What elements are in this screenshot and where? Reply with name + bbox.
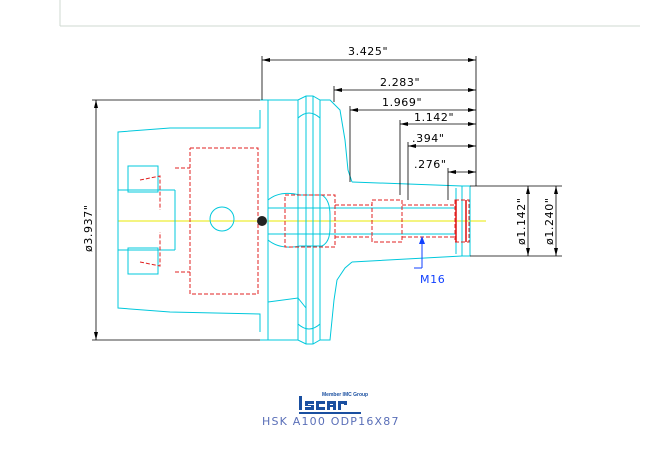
dim-length-2: 2.283" (380, 76, 420, 89)
dim-bore-diameter-2: ø1.240" (543, 198, 556, 245)
red-accents (455, 200, 467, 242)
drawing-caption: HSK A100 ODP16X87 (262, 415, 400, 428)
thread-callout (414, 236, 425, 269)
logo-subtitle: Member IMC Group (322, 392, 369, 398)
dim-length-3: 1.969" (382, 96, 422, 109)
dim-length-5: .394" (412, 132, 445, 145)
dim-length-6: .276" (414, 158, 447, 171)
dimension-lines (92, 56, 562, 341)
retention-ball (257, 216, 267, 226)
dim-bore-diameter-1: ø1.142" (515, 198, 528, 245)
dim-overall-length: 3.425" (348, 45, 388, 58)
hidden-lines (139, 147, 470, 295)
dimension-arrows (94, 58, 558, 340)
iscar-logo (299, 396, 361, 414)
thread-arrow-icon (419, 236, 425, 244)
dim-length-4: 1.142" (414, 111, 454, 124)
tool-outline (117, 95, 471, 345)
thread-label: M16 (420, 273, 445, 286)
dim-flange-diameter: ø3.937" (82, 205, 95, 252)
